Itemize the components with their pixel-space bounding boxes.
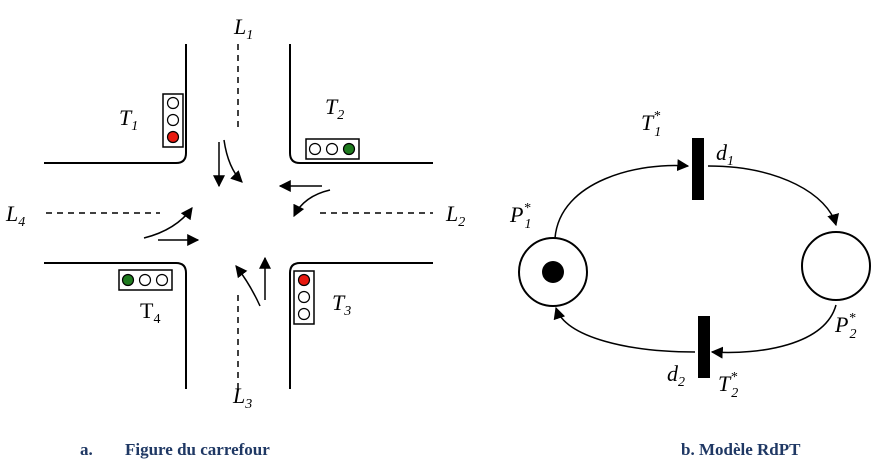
petri-net-diagram: P*1 P*2 T*1 d1 T*2 d2 b. Modèle RdPT — [509, 109, 871, 459]
arrow-l4-turn — [143, 207, 193, 239]
road-edge-bottom-right — [289, 262, 433, 389]
traffic-light-t4 — [118, 269, 173, 291]
lane-label-l4: L4 — [5, 201, 25, 230]
light-label-t2: T2 — [325, 94, 344, 123]
lane-label-l3: L3 — [232, 383, 252, 412]
t1-lamp-red — [166, 130, 180, 144]
place-label-p1: P*1 — [509, 201, 531, 232]
transition-label-t1: T*1 — [641, 109, 661, 140]
t2-lamp-middle — [325, 142, 339, 156]
caption-intersection: a. Figure du carrefour — [80, 440, 270, 459]
traffic-light-t3 — [293, 270, 315, 325]
transition-label-t2: T*2 — [718, 370, 738, 401]
road-edge-bottom-left — [44, 262, 187, 389]
delay-label-d1: d1 — [716, 140, 734, 169]
traffic-light-t2 — [305, 138, 360, 160]
traffic-light-t1 — [162, 93, 184, 148]
lane-label-l1: L1 — [233, 14, 253, 43]
arrow-l2-turn — [293, 189, 331, 218]
light-label-t3: T3 — [332, 290, 351, 319]
lane-label-l2: L2 — [445, 201, 465, 230]
t4-lamp-middle — [138, 273, 152, 287]
caption-petri-net: b. Modèle RdPT — [681, 440, 801, 459]
light-label-t1: T1 — [119, 105, 138, 134]
t2-lamp-green — [342, 142, 356, 156]
token-p1 — [542, 261, 564, 283]
t2-lamp-left — [308, 142, 322, 156]
t1-lamp-middle — [166, 113, 180, 127]
arc-t2-to-p1 — [553, 306, 696, 353]
t4-lamp-right — [155, 273, 169, 287]
arc-p2-to-t2 — [710, 304, 837, 359]
light-label-t4: T4 — [140, 298, 160, 327]
t1-lamp-top — [166, 96, 180, 110]
t4-lamp-green — [121, 273, 135, 287]
road-edge-top-right — [289, 44, 433, 164]
arrow-l1-turn — [223, 139, 243, 183]
road-edge-top-left — [44, 44, 187, 164]
t3-lamp-red — [297, 273, 311, 287]
t3-lamp-bottom — [297, 307, 311, 321]
t3-lamp-middle — [297, 290, 311, 304]
delay-label-d2: d2 — [667, 361, 685, 390]
place-label-p2: P*2 — [834, 311, 856, 342]
arrow-l3-turn — [235, 265, 261, 307]
transition-t1 — [692, 138, 704, 200]
arc-p1-to-t1 — [554, 159, 690, 239]
arc-t1-to-p2 — [707, 165, 839, 227]
intersection-diagram: L1 L2 L3 L4 T1 T2 — [5, 14, 465, 459]
place-p2 — [801, 231, 871, 301]
transition-t2 — [698, 316, 710, 378]
